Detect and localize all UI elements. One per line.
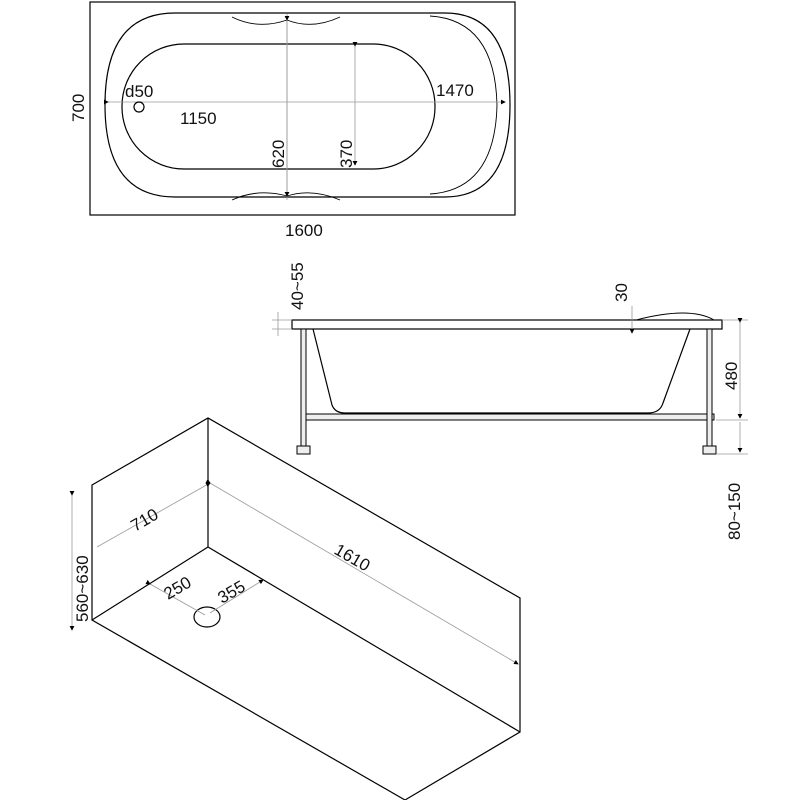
side-view-basin	[312, 328, 691, 414]
label-250: 250	[161, 573, 195, 604]
dim-line-250	[145, 579, 206, 616]
top-view-rim-right	[429, 15, 498, 195]
dim-line-710	[96, 482, 211, 548]
side-view-rim	[291, 319, 723, 330]
top-view-rim	[104, 12, 511, 198]
label-40-55: 40~55	[288, 262, 307, 310]
label-d50: d50	[125, 82, 153, 101]
label-30: 30	[612, 283, 631, 302]
label-1470: 1470	[436, 81, 474, 100]
label-1150: 1150	[180, 109, 217, 128]
side-view-foot-right	[702, 445, 717, 455]
box-drain	[193, 606, 221, 628]
label-620: 620	[269, 140, 288, 168]
label-1610: 1610	[331, 540, 373, 575]
label-370: 370	[337, 140, 356, 168]
label-560-630: 560~630	[73, 555, 92, 622]
side-view-leg-left	[300, 328, 307, 448]
side-view-crossbar	[303, 413, 715, 421]
top-view-basin	[121, 43, 436, 170]
label-355: 355	[215, 577, 249, 608]
side-view: 40~55 30 480 80~150	[272, 262, 748, 540]
label-80-150: 80~150	[725, 483, 744, 540]
label-1600: 1600	[285, 221, 323, 240]
box-outline	[91, 417, 521, 800]
box-view: 560~630 710 1610 250 355	[69, 417, 521, 800]
top-view-outline	[89, 1, 516, 216]
top-view-armrest-top	[231, 16, 341, 25]
side-view-foot-left	[296, 445, 311, 455]
dim-line-355	[209, 579, 264, 614]
side-view-headrest	[635, 312, 715, 321]
top-view: d50 1470 1150 620 370 700 1600	[69, 1, 516, 240]
label-710: 710	[128, 505, 162, 536]
drain-circle	[133, 101, 145, 113]
side-view-leg-right	[706, 328, 713, 448]
label-480: 480	[722, 362, 741, 390]
label-700: 700	[69, 94, 88, 122]
dim-line-1610	[205, 478, 519, 665]
